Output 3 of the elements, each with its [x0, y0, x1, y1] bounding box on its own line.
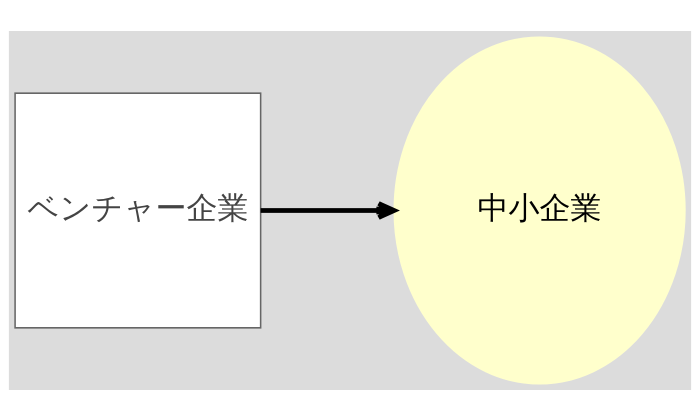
arrow — [260, 200, 397, 220]
node-box: ベンチャー企業 — [14, 92, 262, 328]
node-ellipse: 中小企業 — [394, 36, 686, 384]
